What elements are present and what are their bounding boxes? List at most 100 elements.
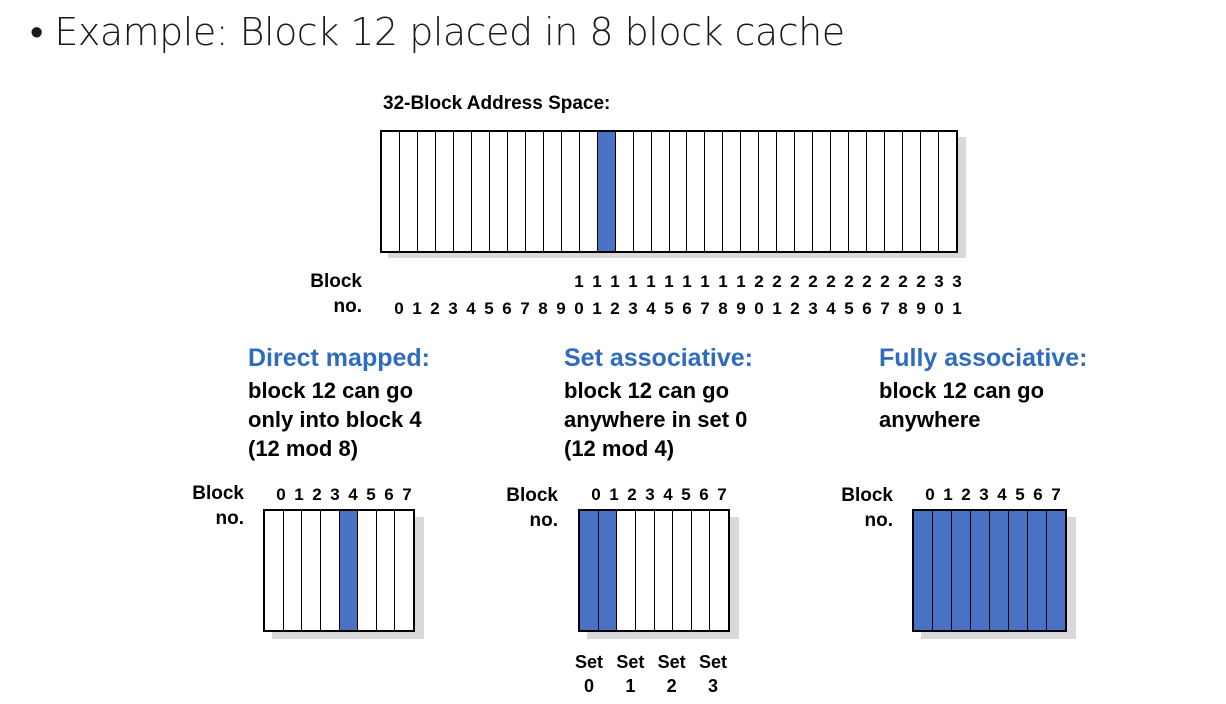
block-number: 5: [681, 485, 691, 504]
block-number: 1: [664, 272, 674, 291]
block-number: 8: [538, 299, 548, 318]
block-number: 2: [790, 299, 800, 318]
block-number: 6: [862, 299, 872, 318]
block-number: 0: [394, 299, 404, 318]
description-line: (12 mod 8): [248, 436, 359, 461]
direct-cache-blocks: [263, 509, 415, 632]
block-number: 5: [484, 299, 494, 318]
block-number: 1: [943, 485, 953, 504]
address-space-blocks: [380, 130, 958, 253]
fully-assoc-description: block 12 can go anywhere: [879, 376, 1044, 434]
block-cell: [526, 132, 544, 251]
block-number: 6: [699, 485, 709, 504]
block-number: 8: [898, 299, 908, 318]
block-number: 2: [627, 485, 637, 504]
direct-mapped-description: block 12 can go only into block 4 (12 mo…: [248, 376, 422, 463]
block-number: 4: [997, 485, 1007, 504]
block-cell-highlighted: [339, 511, 359, 630]
block-cell: [358, 511, 377, 630]
direct-mapped-heading: Direct mapped:: [248, 344, 430, 372]
block-cell: [454, 132, 472, 251]
block-number: 7: [717, 485, 727, 504]
block-number: 7: [880, 299, 890, 318]
block-cell-highlighted: [933, 511, 952, 630]
address-space-label: 32-Block Address Space:: [383, 93, 611, 114]
block-number: 1: [412, 299, 422, 318]
slide-title: • Example: Block 12 placed in 8 block ca…: [30, 10, 845, 54]
set-label-number: 0: [584, 676, 595, 696]
block-number: 2: [862, 272, 872, 291]
block-number: 0: [934, 299, 944, 318]
block-number: 2: [898, 272, 908, 291]
block-number: 7: [520, 299, 530, 318]
block-number: 4: [646, 299, 656, 318]
block-number: 7: [1051, 485, 1061, 504]
block-cell: [692, 511, 711, 630]
set-label-word: Set: [657, 652, 686, 672]
block-cell: [849, 132, 868, 251]
set-label-number: 2: [666, 676, 677, 696]
fully-block-label-line2: no.: [864, 510, 894, 531]
set-label: Set 2: [658, 650, 686, 698]
block-cell: [377, 511, 396, 630]
block-number: 8: [718, 299, 728, 318]
block-cell: [723, 132, 742, 251]
block-number: 3: [952, 272, 962, 291]
block-number: 1: [646, 272, 656, 291]
block-number: 0: [276, 485, 286, 504]
block-cell: [616, 132, 634, 251]
block-cell: [921, 132, 940, 251]
block-number: 2: [430, 299, 440, 318]
block-number: 0: [591, 485, 601, 504]
block-number: 9: [736, 299, 746, 318]
block-number: 3: [628, 299, 638, 318]
block-number: 6: [384, 485, 394, 504]
block-cell: [705, 132, 724, 251]
description-line: block 12 can go: [879, 378, 1045, 403]
block-cell: [670, 132, 688, 251]
block-cell-highlighted: [580, 511, 599, 630]
block-number: 3: [934, 272, 944, 291]
fully-block-label-line1: Block: [841, 485, 893, 506]
block-number: 3: [448, 299, 458, 318]
block-number: 2: [808, 272, 818, 291]
block-number: 1: [718, 272, 728, 291]
block-cell: [617, 511, 636, 630]
block-number: 1: [700, 272, 710, 291]
block-number: 6: [682, 299, 692, 318]
block-cell: [831, 132, 850, 251]
block-number: 2: [790, 272, 800, 291]
block-number: 3: [979, 485, 989, 504]
block-cell-highlighted: [1009, 511, 1028, 630]
set-assoc-block-label-line1: Block: [506, 485, 558, 506]
description-line: anywhere: [879, 407, 981, 432]
set-assoc-block-label-line2: no.: [529, 510, 559, 531]
block-number: 5: [1015, 485, 1025, 504]
direct-block-label-line2: no.: [215, 508, 245, 529]
block-cell: [813, 132, 832, 251]
block-number: 1: [736, 272, 746, 291]
block-number: 0: [925, 485, 935, 504]
block-cell: [321, 511, 340, 630]
block-number: 1: [610, 272, 620, 291]
description-line: (12 mod 4): [564, 436, 675, 461]
block-number: 0: [574, 299, 584, 318]
block-cell: [636, 511, 655, 630]
set-label-number: 1: [625, 676, 636, 696]
block-cell: [741, 132, 760, 251]
block-number: 5: [664, 299, 674, 318]
block-cell: [673, 511, 692, 630]
block-cell-highlighted: [598, 511, 618, 630]
block-no-label-line1: Block: [310, 271, 362, 292]
block-number: 4: [348, 485, 358, 504]
block-number: 5: [366, 485, 376, 504]
set-label-word: Set: [616, 652, 645, 672]
block-number: 1: [682, 272, 692, 291]
block-cell: [472, 132, 490, 251]
block-number: 2: [610, 299, 620, 318]
